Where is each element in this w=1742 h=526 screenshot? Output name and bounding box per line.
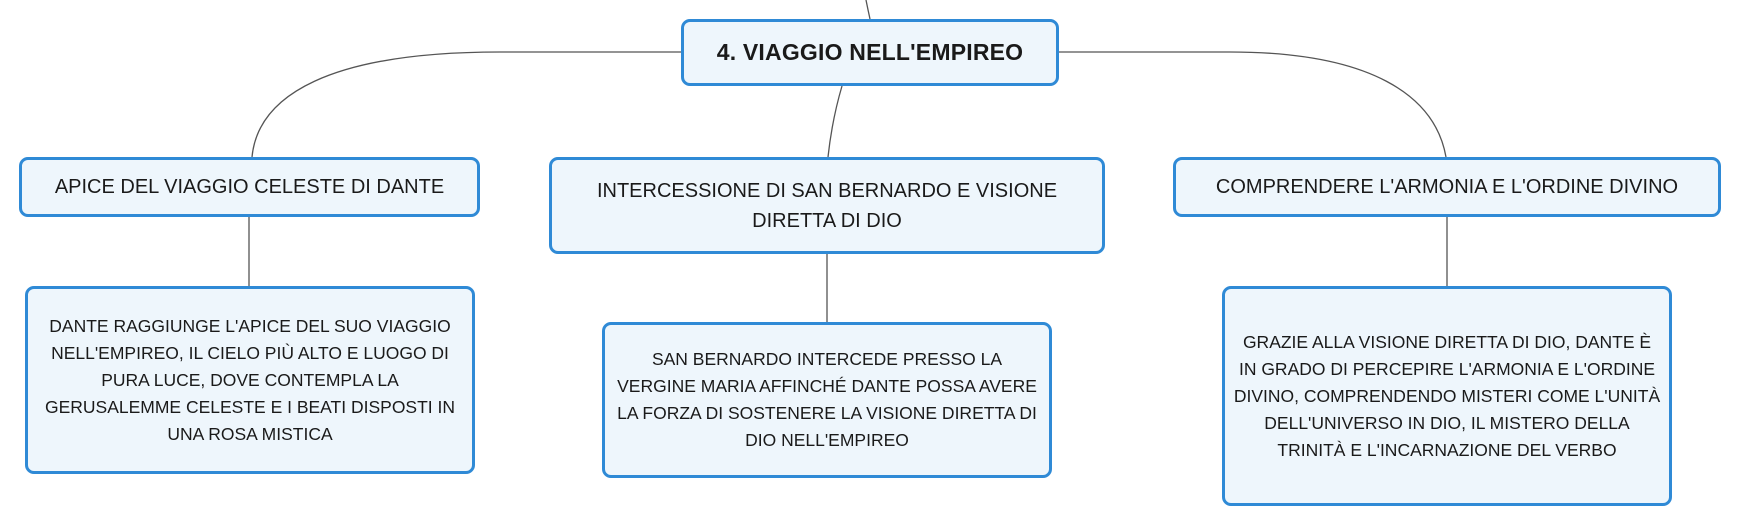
connector-root-to-apice [251,51,681,158]
topic-apice-viaggio[interactable]: APICE DEL VIAGGIO CELESTE DI DANTE [19,157,480,217]
subtopic-armonia-detail[interactable]: GRAZIE ALLA VISIONE DIRETTA DI DIO, DANT… [1222,286,1672,506]
topic-label: INTERCESSIONE DI SAN BERNARDO E VISIONE … [596,179,1058,232]
subtopic-intercessione-detail[interactable]: SAN BERNARDO INTERCEDE PRESSO LA VERGINE… [602,322,1052,478]
topic-armonia-ordine-divino[interactable]: COMPRENDERE L'ARMONIA E L'ORDINE DIVINO [1173,157,1721,217]
subtopic-text: GRAZIE ALLA VISIONE DIRETTA DI DIO, DANT… [1233,331,1661,460]
subtopic-text: SAN BERNARDO INTERCEDE PRESSO LA VERGINE… [617,349,1037,450]
topic-intercessione-san-bernardo[interactable]: INTERCESSIONE DI SAN BERNARDO E VISIONE … [549,157,1105,254]
topic-label: APICE DEL VIAGGIO CELESTE DI DANTE [54,176,445,198]
connector-root-to-interc [827,85,843,158]
root-topic[interactable]: 4. VIAGGIO NELL'EMPIREO [681,19,1059,86]
topic-label: COMPRENDERE L'ARMONIA E L'ORDINE DIVINO [1215,176,1679,198]
root-topic-label: 4. VIAGGIO NELL'EMPIREO [716,39,1024,65]
subtopic-text: DANTE RAGGIUNGE L'APICE DEL SUO VIAGGIO … [44,315,456,444]
connector-parent-to-root [865,0,871,20]
connector-root-to-compr [1059,51,1447,158]
subtopic-apice-detail[interactable]: DANTE RAGGIUNGE L'APICE DEL SUO VIAGGIO … [25,286,475,474]
